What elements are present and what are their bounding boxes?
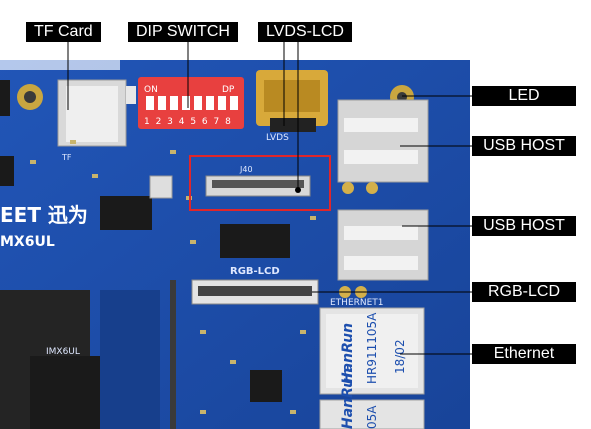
label-usb-host-2: USB HOST — [472, 216, 576, 236]
label-rgb-lcd: RGB-LCD — [472, 282, 576, 302]
label-tf-card: TF Card — [26, 22, 101, 42]
lvds-silk: LVDS — [266, 133, 289, 143]
svg-text:HanRun: HanRun — [340, 323, 356, 384]
callout-lines — [67, 40, 472, 355]
svg-text:05A: 05A — [365, 405, 379, 429]
j40-silk: J40 — [239, 165, 253, 174]
label-led: LED — [472, 86, 576, 106]
rgb-lcd-fpc-connector — [191, 279, 319, 305]
som-edge — [170, 280, 176, 429]
label-dip-switch: DIP SWITCH — [128, 22, 238, 42]
label-lvds-lcd: LVDS-LCD — [258, 22, 352, 42]
ic-chip-center — [220, 224, 290, 258]
ethernet-jack-upper — [319, 307, 425, 395]
brand-silk: EET 迅为 — [0, 203, 88, 227]
hanrun-upper-part: HR911105A — [365, 312, 379, 384]
usb-host-upper — [337, 99, 429, 194]
ethernet-silk: ETHERNET1 — [330, 298, 384, 308]
callout-lvds-dot — [295, 187, 301, 193]
hanrun-upper-date: 18/02 — [393, 339, 407, 374]
tf-card-slot — [57, 79, 136, 147]
lvds-connector — [256, 70, 328, 132]
imx6ul-cpu — [30, 356, 100, 429]
imx6ul-silk: IMX6UL — [46, 347, 80, 357]
label-ethernet: Ethernet — [472, 344, 576, 364]
dip-numbers-silk: 1 2 3 4 5 6 7 8 — [144, 117, 232, 127]
label-usb-host-1: USB HOST — [472, 136, 576, 156]
dip-switch-component — [138, 77, 244, 129]
ic-chip-left — [100, 196, 152, 230]
chip-silk: MX6UL — [0, 234, 55, 250]
svg-text:18/02: 18/02 — [393, 339, 407, 374]
mounting-hole-left — [17, 84, 43, 110]
hanrun-lower-part: 05A — [365, 405, 379, 429]
tf-silk: TF — [61, 153, 72, 162]
rgb-lcd-silk: RGB-LCD — [230, 266, 280, 277]
usb-host-lower — [337, 209, 429, 298]
lvds-highlight-box — [189, 155, 331, 211]
hanrun-lower-label: HanRun — [340, 368, 356, 429]
dip-on-silk: ON — [144, 85, 158, 95]
dip-dp-silk: DP — [222, 85, 235, 95]
ethernet-jack-lower — [319, 399, 425, 429]
lvds-fpc-connector — [205, 175, 311, 197]
svg-text:HR911105A: HR911105A — [365, 312, 379, 384]
hanrun-upper-label: HanRun — [340, 323, 356, 384]
svg-text:HanRun: HanRun — [340, 368, 356, 429]
ic-chip-small — [250, 370, 282, 402]
